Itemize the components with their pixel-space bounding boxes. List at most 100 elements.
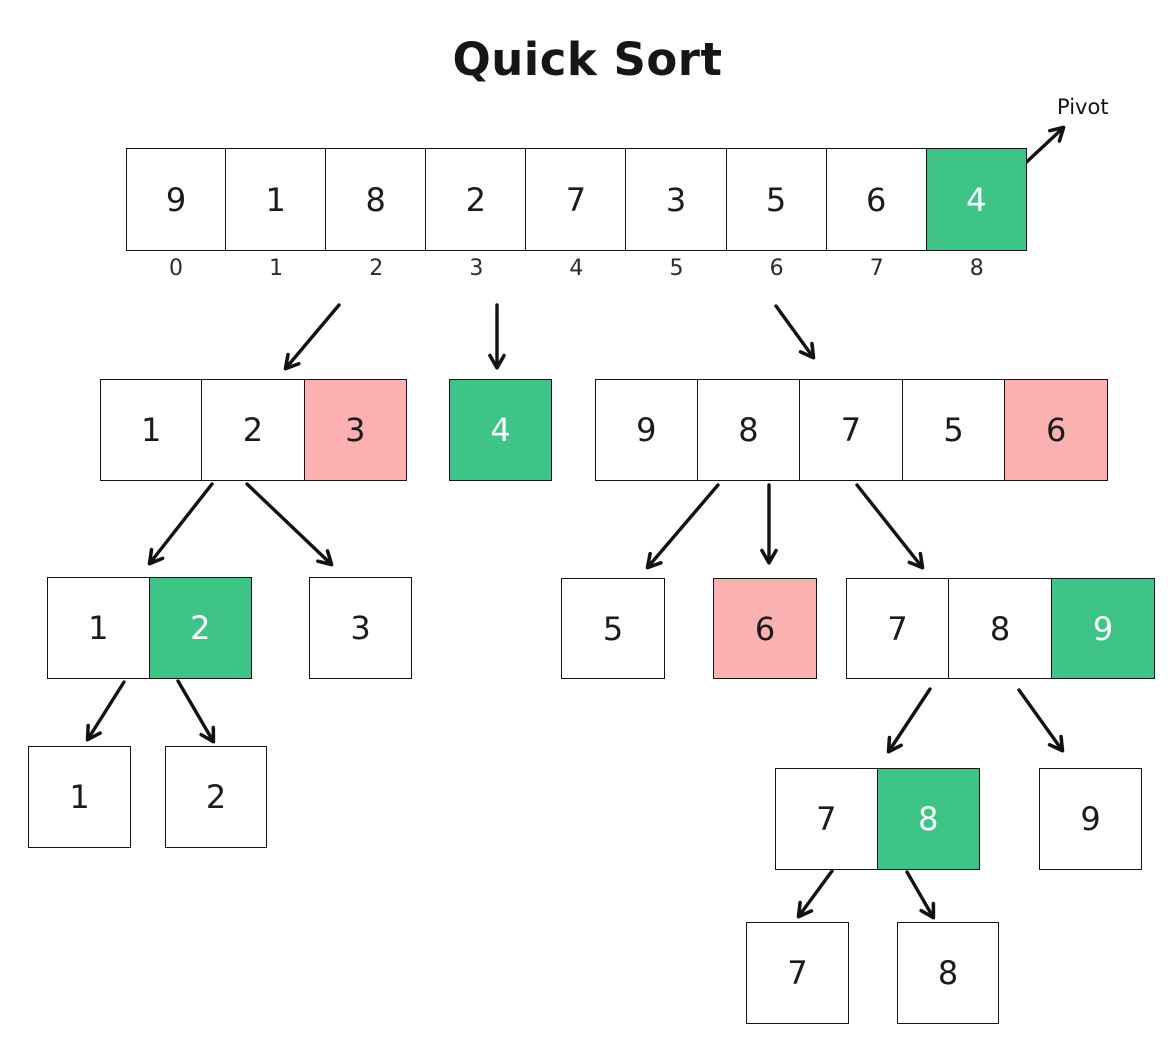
cell-value: 3 <box>665 180 687 219</box>
cell-value: 4 <box>966 180 987 219</box>
level2-triple-7-8-9: 7 8 9 <box>846 578 1155 679</box>
level1-left-array-cell-1: 2 <box>202 379 305 481</box>
level2-single-6: 6 <box>713 578 817 679</box>
pivot-label: Pivot <box>1057 95 1109 119</box>
level4-single-7: 7 <box>746 922 849 1024</box>
cell-value: 6 <box>866 180 887 219</box>
pair78-to-7-arrow <box>796 869 834 919</box>
level2-pair-1-2-cell-0: 1 <box>47 577 150 679</box>
level0-main-array-cell-8: 4 <box>926 148 1027 251</box>
level1-right-array-cell-2: 7 <box>800 379 903 481</box>
index-label: 3 <box>469 256 484 281</box>
level0-main-array-cell-6: 5 <box>726 148 827 251</box>
level1-right-array: 9 8 7 5 6 <box>595 379 1108 481</box>
cell-value: 2 <box>242 411 264 449</box>
level2-triple-7-8-9-cell-2: 9 <box>1052 578 1155 679</box>
cell-value: 3 <box>350 609 371 647</box>
triple-to-pair78-arrow <box>886 687 932 754</box>
triple-to-9-arrow <box>1017 688 1065 753</box>
cell-value: 9 <box>636 411 657 449</box>
cell-value: 1 <box>69 778 90 816</box>
level0-main-array-cell-1: 1 <box>226 148 327 251</box>
level1-pivot-cell-cell-0: 4 <box>449 379 552 481</box>
cell-value: 1 <box>88 609 109 647</box>
cell-value: 6 <box>754 609 776 648</box>
level0-main-array-cell-5: 3 <box>626 148 727 251</box>
pair12-to-1-arrow <box>85 680 126 742</box>
level2-single-6-cell-0: 6 <box>713 578 817 679</box>
level0-main-array-indices: 0 1 2 3 4 5 6 7 8 <box>126 256 1027 281</box>
cell-value: 5 <box>765 180 787 219</box>
level1-right-array-cell-4: 6 <box>1005 379 1108 481</box>
level3-single-1: 1 <box>28 746 131 848</box>
level2-single-3-cell-0: 3 <box>309 577 412 679</box>
level3-pair-7-8-cell-0: 7 <box>775 768 878 870</box>
level4-single-8-cell-0: 8 <box>897 922 999 1024</box>
cell-value: 7 <box>565 180 587 219</box>
cell-value: 8 <box>738 411 759 449</box>
cell-value: 4 <box>490 411 511 449</box>
level1-right-array-cell-1: 8 <box>697 379 801 481</box>
cell-value: 6 <box>1045 411 1067 449</box>
level2-triple-7-8-9-cell-0: 7 <box>846 578 949 679</box>
level3-pair-7-8-cell-1: 8 <box>877 768 980 870</box>
index-label: 7 <box>869 256 884 281</box>
pair78-to-8-arrow <box>905 870 936 920</box>
cell-value: 9 <box>165 180 187 219</box>
level2-pair-1-2-cell-1: 2 <box>149 577 252 679</box>
index-label: 2 <box>369 256 384 281</box>
left-to-pair12-arrow <box>147 482 214 566</box>
cell-value: 1 <box>265 180 286 219</box>
cell-value: 7 <box>787 954 808 992</box>
cell-value: 7 <box>816 800 837 838</box>
level0-main-array-cell-2: 8 <box>326 148 427 251</box>
level4-single-8: 8 <box>897 922 999 1024</box>
level1-right-array-cell-0: 9 <box>595 379 698 481</box>
diagram-title: Quick Sort <box>452 33 723 86</box>
level2-single-5: 5 <box>561 578 665 679</box>
cell-value: 9 <box>1092 609 1114 648</box>
level0-main-array-cell-7: 6 <box>826 148 927 251</box>
index-label: 0 <box>169 256 184 281</box>
index-label: 1 <box>269 256 284 281</box>
level4-single-7-cell-0: 7 <box>746 922 849 1024</box>
cell-value: 5 <box>943 411 964 449</box>
index-label: 4 <box>569 256 584 281</box>
level3-single-2: 2 <box>165 746 267 848</box>
cell-value: 8 <box>937 954 959 992</box>
level0-main-array-cell-3: 2 <box>426 148 527 251</box>
level2-triple-7-8-9-cell-1: 8 <box>949 578 1052 679</box>
right-to-triple-arrow <box>855 483 925 570</box>
level3-single-9-cell-0: 9 <box>1039 768 1142 870</box>
cell-value: 5 <box>602 609 624 648</box>
index-label: 6 <box>769 256 784 281</box>
level1-pivot-cell: 4 <box>449 379 552 481</box>
cell-value: 7 <box>840 411 862 449</box>
level1-right-array-cell-3: 5 <box>902 379 1006 481</box>
left-to-3-arrow <box>245 482 334 567</box>
level3-single-2-cell-0: 2 <box>165 746 267 848</box>
cell-value: 9 <box>1080 800 1101 838</box>
cell-value: 8 <box>365 180 386 219</box>
index-label: 8 <box>969 256 984 281</box>
level1-left-array-cell-2: 3 <box>304 379 407 481</box>
level2-single-5-cell-0: 5 <box>561 578 665 679</box>
cell-value: 1 <box>140 411 162 449</box>
level0-main-array-cell-0: 9 <box>126 148 227 251</box>
cell-value: 2 <box>205 778 227 816</box>
index-label: 5 <box>669 256 684 281</box>
level3-single-1-cell-0: 1 <box>28 746 131 848</box>
main-to-left-arrow <box>283 303 341 371</box>
cell-value: 7 <box>887 609 908 648</box>
cell-value: 3 <box>345 411 366 449</box>
pair12-to-2-arrow <box>176 679 216 744</box>
level1-left-array: 1 2 3 <box>100 379 407 481</box>
level0-main-array-cell-4: 7 <box>526 148 627 251</box>
cell-value: 2 <box>190 609 211 647</box>
cell-value: 8 <box>989 609 1011 648</box>
level1-left-array-cell-0: 1 <box>100 379 203 481</box>
cell-value: 8 <box>918 800 939 838</box>
